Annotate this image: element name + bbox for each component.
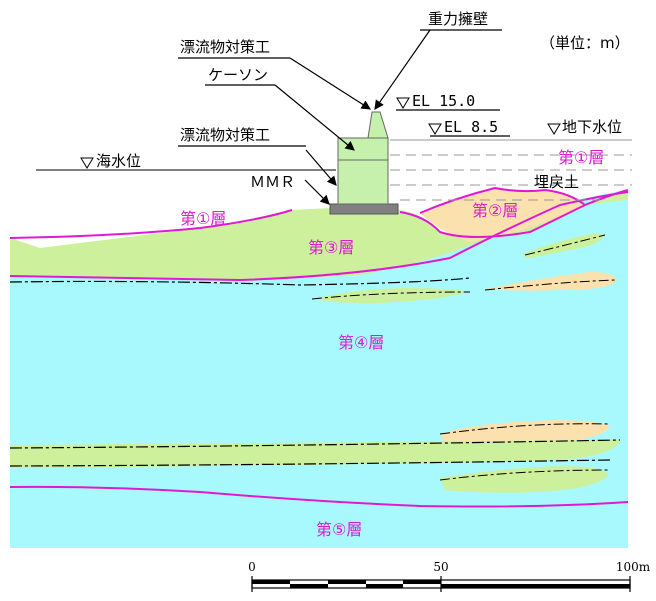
layer1-boundary-left — [9, 209, 293, 239]
scale-seg-6 — [441, 584, 630, 588]
label-gravity-wall: 重力擁壁 — [428, 10, 488, 28]
leader-lines — [178, 29, 510, 205]
mmr-base — [329, 203, 399, 215]
lens-tan-lower — [440, 420, 610, 445]
gravity-wall-shape — [367, 111, 389, 139]
arrow-mmr — [304, 179, 330, 205]
scale-label-0: 0 — [248, 560, 256, 574]
dash-dot-8 — [439, 469, 609, 481]
label-layer5: 第⑤層 — [316, 520, 362, 539]
dash-dot-2 — [9, 439, 621, 449]
arrow-gravity-wall — [374, 29, 431, 110]
level-markers — [80, 97, 561, 169]
scale-seg-2 — [290, 584, 328, 588]
arrow-debris-top — [289, 57, 372, 110]
triangle-icon-groundwater — [547, 123, 561, 135]
layer5-boundary — [9, 485, 629, 508]
label-debris-measure-top: 漂流物対策工 — [180, 38, 270, 56]
triangle-icon-el-top — [396, 97, 410, 109]
layer-boundaries — [9, 186, 629, 508]
triangle-icon-sea-level — [80, 157, 94, 169]
layer3-region — [10, 190, 628, 280]
breakwater-structure — [329, 111, 399, 215]
dash-dot-4 — [311, 291, 471, 300]
label-groundwater: 地下水位 — [562, 118, 622, 136]
arrow-caisson — [274, 84, 355, 151]
label-sea-level: 海水位 — [96, 152, 141, 170]
label-layer2: 第②層 — [472, 201, 518, 220]
label-layer4: 第④層 — [338, 333, 384, 352]
unit-note: （単位：m） — [540, 34, 630, 52]
label-debris-measure-mid: 漂流物対策工 — [180, 126, 270, 144]
lens-green-bottom — [440, 466, 608, 493]
dash-dot-5 — [524, 234, 606, 256]
label-caisson: ケーソン — [208, 66, 268, 84]
scale-label-50: 50 — [433, 560, 448, 574]
arrow-debris-mid — [305, 149, 337, 186]
label-layer1-left: 第①層 — [180, 209, 226, 228]
labels: （単位：m） 重力擁壁 漂流物対策工 ケーソン 漂流物対策工 ＭＭＲ 海水位 E… — [96, 10, 630, 539]
dash-dot-1 — [9, 277, 471, 286]
lens-tan-right — [485, 272, 617, 291]
scale-bar: 0 50 100m — [248, 560, 651, 592]
water-lines — [36, 139, 632, 201]
label-layer3: 第③層 — [308, 238, 354, 257]
triangle-icon-el-mid — [428, 123, 442, 135]
label-el-mid: EL 8.5 — [444, 118, 498, 136]
scale-seg-3 — [328, 580, 366, 584]
layer3-top-boundary — [399, 189, 629, 238]
label-layer1-right: 第①層 — [558, 148, 604, 167]
scale-seg-5 — [403, 580, 441, 584]
scale-label-100: 100m — [616, 560, 651, 574]
layer3-bottom-boundary — [9, 191, 629, 282]
label-el-top: EL 15.0 — [412, 92, 475, 110]
dash-dot-6 — [484, 279, 617, 291]
label-mmr: ＭＭＲ — [250, 173, 295, 191]
scale-seg-1 — [252, 580, 290, 584]
dash-dot-7 — [439, 423, 611, 435]
layer2-region — [420, 188, 585, 242]
caisson-body — [337, 137, 389, 205]
lens-green-mid — [312, 288, 470, 304]
label-backfill: 埋戻土 — [534, 173, 579, 191]
dash-dot-3 — [9, 459, 611, 467]
scale-seg-4 — [366, 584, 403, 588]
